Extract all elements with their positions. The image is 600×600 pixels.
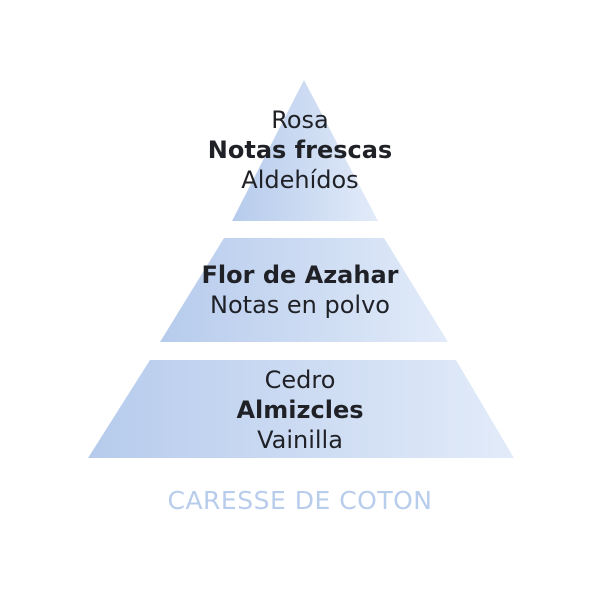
top-note-3: Aldehídos <box>241 166 359 194</box>
fragrance-name: CARESSE DE COTON <box>167 486 433 515</box>
pyramid-bottom-tier <box>88 360 514 458</box>
base-note-2: Almizcles <box>236 396 364 424</box>
pyramid-middle-tier <box>160 238 448 342</box>
base-note-3: Vainilla <box>257 426 343 454</box>
base-notes: Cedro Almizcles Vainilla <box>0 365 600 455</box>
top-notes: Rosa Notas frescas Aldehídos <box>0 105 600 195</box>
heart-note-2: Notas en polvo <box>210 291 390 319</box>
base-note-1: Cedro <box>264 366 336 394</box>
top-note-2: Notas frescas <box>207 136 393 164</box>
heart-note-1: Flor de Azahar <box>201 261 399 289</box>
top-note-1: Rosa <box>271 106 329 134</box>
pyramid-top-tier <box>232 80 378 221</box>
heart-notes: Flor de Azahar Notas en polvo <box>0 260 600 320</box>
